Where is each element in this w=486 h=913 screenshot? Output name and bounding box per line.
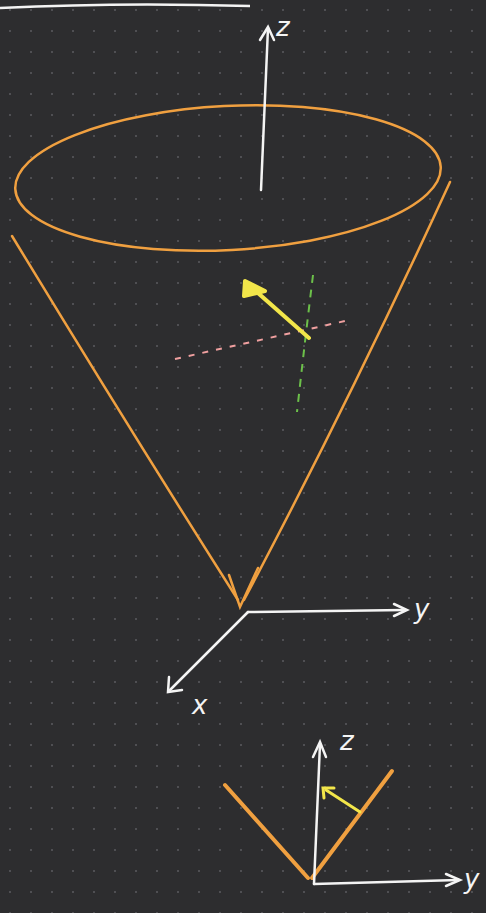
cut-stroke — [0, 4, 250, 8]
axis-label: y — [464, 866, 479, 892]
tangent-dash — [175, 321, 345, 359]
axis-label: y — [414, 596, 429, 622]
axes-2d — [313, 742, 460, 886]
axis-label: z — [276, 14, 290, 40]
axis-label: x — [192, 692, 207, 718]
normal-arrow-2d — [323, 788, 360, 812]
axes-3d — [168, 604, 407, 692]
generator-dash — [297, 275, 313, 412]
normal-arrow — [244, 281, 309, 338]
cone-section — [225, 771, 392, 878]
axis-label: z — [340, 728, 354, 754]
z-axis — [260, 27, 274, 190]
cone — [12, 95, 450, 607]
